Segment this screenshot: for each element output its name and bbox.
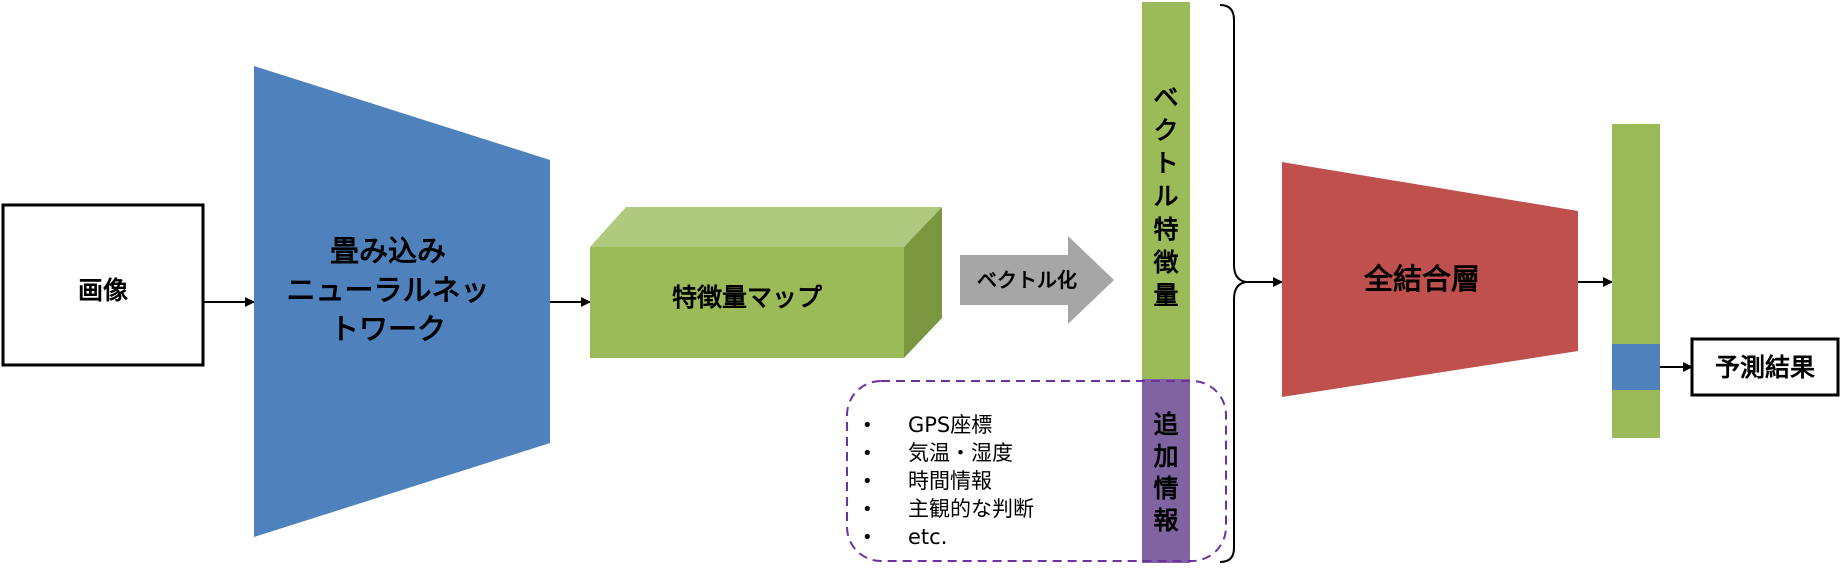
cnn-trapezoid (254, 66, 550, 537)
list-bullet: • (862, 415, 873, 436)
right-curly-brace (1219, 4, 1247, 563)
fully-connected-trapezoid (1282, 162, 1578, 397)
feature-map-top-face (590, 207, 942, 247)
list-bullet: • (862, 527, 873, 548)
fully-connected-label: 全結合層 (1363, 262, 1480, 296)
vector-feature-char: 徴 (1152, 248, 1179, 277)
vector-feature-bar (1142, 2, 1190, 379)
cnn-label-line3: トワーク (330, 312, 446, 346)
vector-feature-char: 量 (1153, 281, 1178, 310)
list-item: 時間情報 (908, 469, 992, 493)
list-bullet: • (862, 471, 873, 492)
output-vector-highlight-segment (1612, 344, 1660, 390)
cnn-label-line1: 畳み込み (330, 234, 446, 268)
feature-map-side-face (904, 207, 942, 358)
vector-feature-char: ト (1153, 149, 1178, 178)
vector-feature-char: ル (1153, 182, 1178, 211)
feature-map-label: 特徴量マップ (672, 283, 823, 312)
feature-map-node: 特徴量マップ (590, 207, 942, 358)
prediction-node: 予測結果 (1690, 337, 1840, 397)
vectorize-arrow-shape (960, 236, 1114, 324)
prediction-label: 予測結果 (1715, 353, 1815, 382)
extra-info-char: 報 (1153, 506, 1179, 535)
list-bullet: • (862, 499, 873, 520)
input-image-label: 画像 (78, 276, 128, 305)
vector-feature-char: 特 (1153, 215, 1178, 244)
input-image-node: 画像 (1, 203, 205, 367)
list-bullet: • (862, 443, 873, 464)
extra-info-char: 加 (1152, 442, 1178, 471)
vectorize-label: ベクトル化 (977, 268, 1077, 292)
extra-info-char: 追 (1153, 410, 1178, 439)
vector-feature-char: ク (1153, 116, 1178, 145)
output-vector (1612, 124, 1660, 438)
output-vector-bottom-segment (1612, 390, 1660, 438)
list-item: 気温・湿度 (908, 441, 1013, 465)
list-item: 主観的な判断 (908, 497, 1034, 521)
cnn-node: 畳み込み ニューラルネッ トワーク (254, 66, 550, 537)
extra-info-dashed-box (846, 380, 1227, 562)
vector-feature-column: ベ ク ト ル 特 徴 量 (1142, 2, 1190, 379)
list-item: etc. (908, 525, 947, 549)
output-vector-top-segment (1612, 124, 1660, 344)
extra-info-char: 情 (1153, 474, 1178, 503)
input-image-box (1, 203, 205, 367)
cnn-label-line2: ニューラルネッ (286, 273, 489, 307)
prediction-box (1690, 337, 1840, 397)
extra-info-bar (1142, 379, 1190, 563)
extra-info-list: • GPS座標 • 気温・湿度 • 時間情報 • 主観的な判断 • etc. (862, 413, 1034, 549)
fully-connected-node: 全結合層 (1282, 162, 1578, 397)
feature-map-front-face (590, 247, 904, 358)
extra-info-column: 追 加 情 報 (1142, 379, 1190, 563)
vectorize-arrow: ベクトル化 (960, 236, 1114, 324)
vector-feature-char: ベ (1153, 83, 1178, 112)
list-item: GPS座標 (908, 413, 992, 437)
